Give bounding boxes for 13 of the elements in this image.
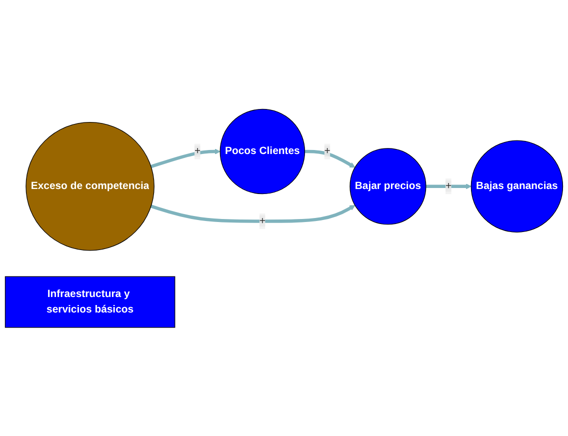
arrow bbox=[304, 150, 356, 168]
node-circle: Exceso de competencia bbox=[26, 122, 154, 250]
node-box: Infraestructura y servicios básicos bbox=[4, 276, 176, 328]
edge-label: + bbox=[259, 215, 266, 226]
edge-label: + bbox=[445, 180, 452, 192]
edge-label: + bbox=[194, 145, 201, 156]
node-circle: Pocos Clientes bbox=[220, 108, 306, 194]
node-circle: Bajas ganancias bbox=[470, 140, 564, 232]
node-circle: Bajar precios bbox=[350, 148, 426, 224]
edge-label: + bbox=[324, 145, 330, 156]
arrow bbox=[150, 204, 356, 223]
arrow bbox=[150, 148, 220, 168]
arrow bbox=[426, 183, 472, 189]
